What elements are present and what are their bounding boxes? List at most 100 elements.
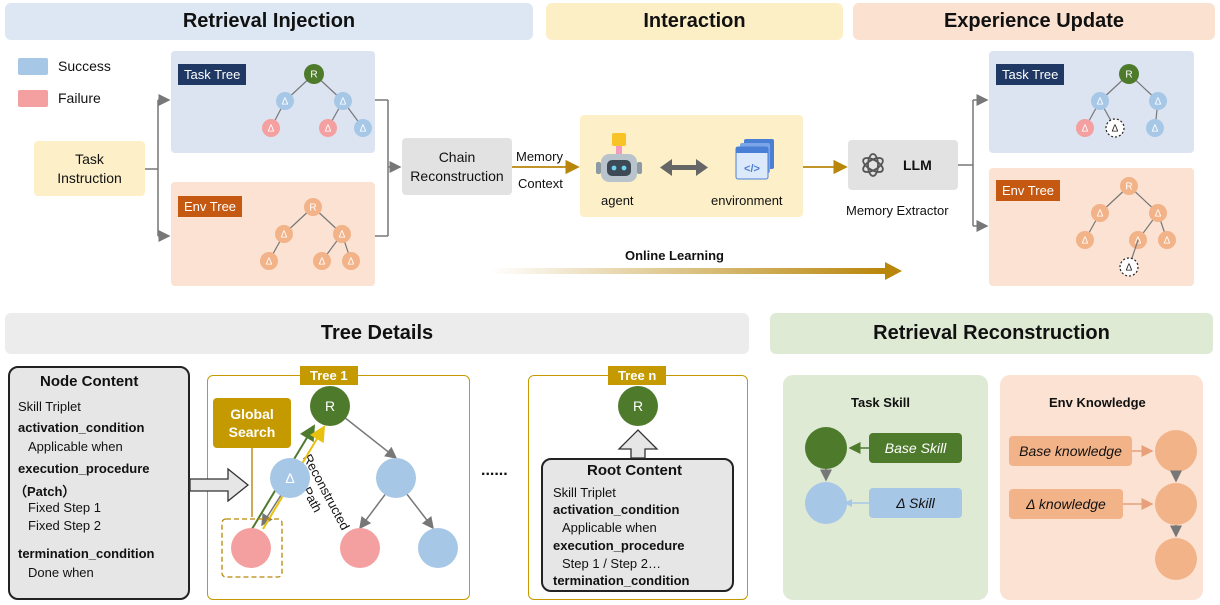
treen-tag: Tree n <box>608 366 667 385</box>
base-skill-text: Base Skill <box>884 440 947 456</box>
tree-node <box>319 119 337 137</box>
llm-label: LLM <box>903 157 932 173</box>
tree-node <box>1076 119 1094 137</box>
tree1-failure-node <box>340 528 380 568</box>
node-content-triplet: Skill Triplet <box>18 399 81 414</box>
agent-label: agent <box>601 193 634 208</box>
chain-reconstruction-box: Chain Reconstruction <box>402 138 512 195</box>
tree-node <box>276 92 294 110</box>
tree-node <box>333 225 351 243</box>
tree-node-label: Δ <box>1082 236 1089 247</box>
tree-node <box>1158 231 1176 249</box>
delta-skill-node <box>805 482 847 524</box>
node-content-box <box>8 366 190 600</box>
tree-node-label: R <box>1125 182 1132 193</box>
root-content-activation: activation_condition <box>553 502 680 517</box>
tree-node-label: Δ <box>1126 263 1133 274</box>
header-retrieval-reconstruction-text: Retrieval Reconstruction <box>873 322 1110 344</box>
tree-node-label: Δ <box>1152 124 1159 135</box>
root-content-execution: execution_procedure <box>553 538 685 553</box>
root-content-steps: Step 1 / Step 2… <box>562 556 662 571</box>
tree-node-label: Δ <box>360 124 367 135</box>
delta-skill-text: Δ Skill <box>896 495 935 511</box>
memory-label: Memory <box>516 149 563 164</box>
memory-extractor-label: Memory Extractor <box>846 203 949 218</box>
tree-node-label: Δ <box>1097 209 1104 220</box>
svg-text:</>: </> <box>744 163 760 175</box>
delta-knowledge-node <box>1155 483 1197 525</box>
tree-node-label: R <box>325 398 335 414</box>
tree1-tag: Tree 1 <box>300 366 358 385</box>
ellipsis: ...... <box>481 462 508 479</box>
leaf-knowledge-node <box>1155 538 1197 580</box>
merge-connector <box>375 99 402 237</box>
header-tree-details: Tree Details <box>5 313 749 354</box>
tree-node-label: R <box>1125 70 1132 81</box>
tree1-failure-node <box>231 528 271 568</box>
tree-node <box>260 252 278 270</box>
tree-node-label: R <box>310 70 317 81</box>
tree-node-label: Δ <box>281 230 288 241</box>
header-experience-update-text: Experience Update <box>943 10 1125 32</box>
tree-node-label: Δ <box>1097 97 1104 108</box>
tree-node-label: Δ <box>268 124 275 135</box>
code-window-icon: </> <box>735 139 774 180</box>
updated-task-tree-tag: Task Tree <box>996 64 1065 85</box>
header-retrieval-injection-text: Retrieval Injection <box>182 10 356 32</box>
tree-node <box>1091 204 1109 222</box>
openai-logo-icon <box>862 153 884 177</box>
search-target-dashed-box <box>221 518 283 578</box>
env-knowledge-graphic <box>1123 430 1197 580</box>
root-content-box <box>541 458 734 592</box>
task-instruction-text: Task Instruction <box>57 150 122 186</box>
tree1-success-node <box>376 458 416 498</box>
global-search-text: Global Search <box>228 406 276 440</box>
delta-knowledge-box: Δ knowledge <box>1009 489 1123 519</box>
root-node <box>1120 177 1138 195</box>
legend-success-label: Success <box>58 58 111 74</box>
tree-node-label: R <box>309 203 316 214</box>
llm-fork <box>958 94 989 232</box>
env-knowledge-title: Env Knowledge <box>1049 395 1146 410</box>
base-skill-box: Base Skill <box>869 433 962 463</box>
header-experience-update: Experience Update <box>853 3 1215 40</box>
node-content-execution: execution_procedure <box>18 461 150 476</box>
legend-failure-label: Failure <box>58 90 101 106</box>
root-content-termination: termination_condition <box>553 573 690 588</box>
tree-node <box>313 252 331 270</box>
root-content-activation-desc: Applicable when <box>562 520 657 535</box>
tree-node <box>1146 119 1164 137</box>
tree1-root-node <box>310 386 350 426</box>
tree-node <box>262 119 280 137</box>
task-skill-graphic <box>805 427 869 524</box>
updated-env-tree-tag: Env Tree <box>996 180 1061 201</box>
online-learning-label: Online Learning <box>625 248 724 263</box>
tree1-delta-node <box>270 458 310 498</box>
tree-node-label: Δ <box>340 97 347 108</box>
header-interaction-text: Interaction <box>643 10 746 32</box>
tree-node <box>1149 204 1167 222</box>
root-node <box>304 64 324 84</box>
header-tree-details-text: Tree Details <box>320 322 434 344</box>
base-knowledge-box: Base knowledge <box>1009 436 1132 466</box>
node-content-termination-desc: Done when <box>28 565 94 580</box>
tree-node-label: Δ <box>1082 124 1089 135</box>
tree-node <box>275 225 293 243</box>
tree-node <box>1149 92 1167 110</box>
tree-node-label: Δ <box>266 257 273 268</box>
tree-node <box>334 92 352 110</box>
header-interaction: Interaction <box>546 3 843 40</box>
tree-node-label: Δ <box>1164 236 1171 247</box>
new-delta-node <box>1105 118 1125 138</box>
root-content-triplet: Skill Triplet <box>553 485 616 500</box>
delta-knowledge-text: Δ knowledge <box>1026 496 1106 512</box>
node-content-step1: Fixed Step 1 <box>28 500 101 515</box>
treen-root-node <box>618 386 658 426</box>
task-tree-tag: Task Tree <box>178 64 247 85</box>
legend-success-swatch <box>18 58 48 75</box>
tree-node-label: R <box>633 398 643 414</box>
base-knowledge-node <box>1155 430 1197 472</box>
task-instruction-box: Task Instruction <box>34 141 145 196</box>
chain-reconstruction-text: Chain Reconstruction <box>410 148 504 184</box>
